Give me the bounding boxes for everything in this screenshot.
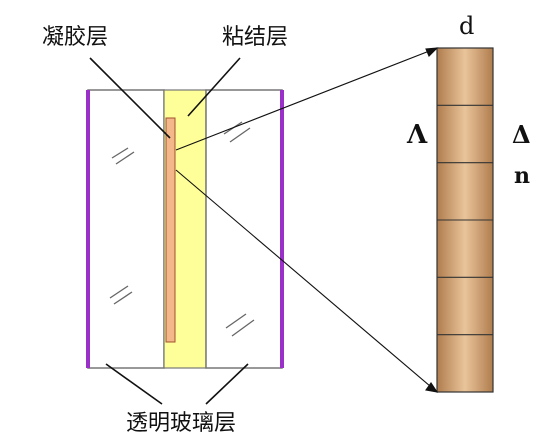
right-glass-pane (205, 89, 284, 369)
adhesive-label-leader (187, 57, 241, 117)
gel-layer-label: 凝胶层 (42, 25, 108, 50)
label-leader-lines (89, 57, 249, 405)
magnification-arrows (175, 47, 439, 393)
period-label: Λ (406, 120, 428, 150)
magnification-line-bottom (175, 169, 438, 393)
glass-label-leader-right (205, 363, 249, 405)
thickness-label: d (459, 12, 474, 40)
magnification-arrowhead-top (425, 47, 439, 57)
magnification-line-top (175, 47, 438, 151)
adhesive-layer-label: 粘结层 (222, 25, 288, 50)
index-label: n (514, 163, 530, 189)
left-glass-glare (109, 147, 135, 305)
right-glass-glare (223, 121, 255, 337)
gel-label-leader (89, 57, 171, 139)
glass-label-leader-left (105, 363, 163, 405)
gel-layer (165, 117, 176, 343)
magnification-arrowhead-bottom (425, 382, 439, 393)
glass-layer-label: 透明玻璃层 (126, 411, 236, 436)
left-glass-pane (86, 89, 165, 369)
delta-label: Δ (512, 120, 531, 149)
fringe-stack (436, 47, 494, 393)
